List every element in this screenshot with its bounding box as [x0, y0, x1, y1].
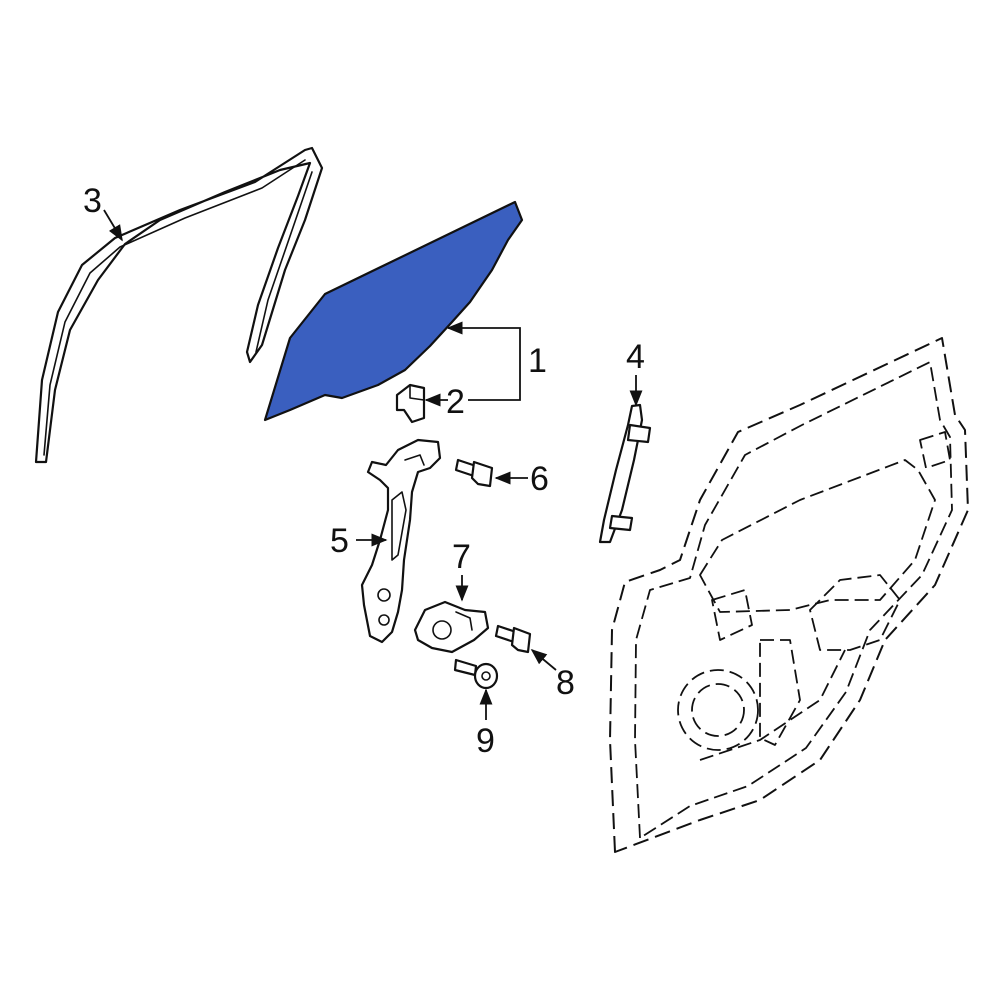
- callout-4: 4: [626, 338, 645, 376]
- bolt-9-part[interactable]: [453, 658, 499, 690]
- glass-clip-part[interactable]: [395, 383, 426, 424]
- callout-1: 1: [528, 342, 547, 380]
- door-shell-outline: [609, 337, 969, 853]
- callout-6: 6: [530, 460, 549, 498]
- leader-lines: [103, 209, 643, 720]
- run-channel-part[interactable]: [34, 146, 324, 464]
- bolt-8-part[interactable]: [494, 624, 532, 654]
- guide-rail-part[interactable]: [598, 403, 652, 544]
- bolt-6-part[interactable]: [454, 458, 494, 488]
- callout-5: 5: [330, 522, 349, 560]
- callout-7: 7: [452, 538, 471, 576]
- door-glass-part[interactable]: [263, 200, 524, 422]
- callout-9: 9: [476, 722, 495, 760]
- callout-3: 3: [83, 182, 102, 220]
- callout-8: 8: [556, 664, 575, 702]
- callout-2: 2: [446, 383, 465, 421]
- motor-part[interactable]: [413, 600, 490, 654]
